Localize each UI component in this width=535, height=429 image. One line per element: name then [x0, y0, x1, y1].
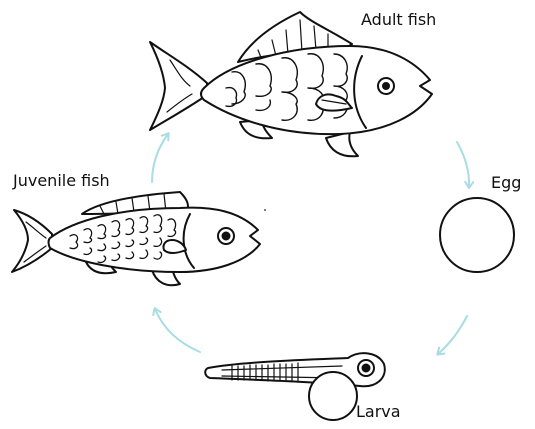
- label-larva: Larva: [356, 404, 401, 420]
- label-adult-fish: Adult fish: [361, 12, 436, 28]
- arrow-larva-to-juvenile: [155, 309, 200, 352]
- egg-illustration: [440, 198, 514, 272]
- adult-fish-illustration: [150, 12, 432, 156]
- speck-dot: [264, 209, 266, 211]
- arrow-egg-to-larva: [438, 316, 467, 354]
- label-juvenile-fish: Juvenile fish: [13, 173, 110, 189]
- label-egg: Egg: [491, 175, 521, 191]
- juvenile-fish-illustration: [12, 192, 260, 285]
- arrow-adult-to-egg: [457, 142, 469, 187]
- arrow-juvenile-to-adult: [152, 134, 168, 182]
